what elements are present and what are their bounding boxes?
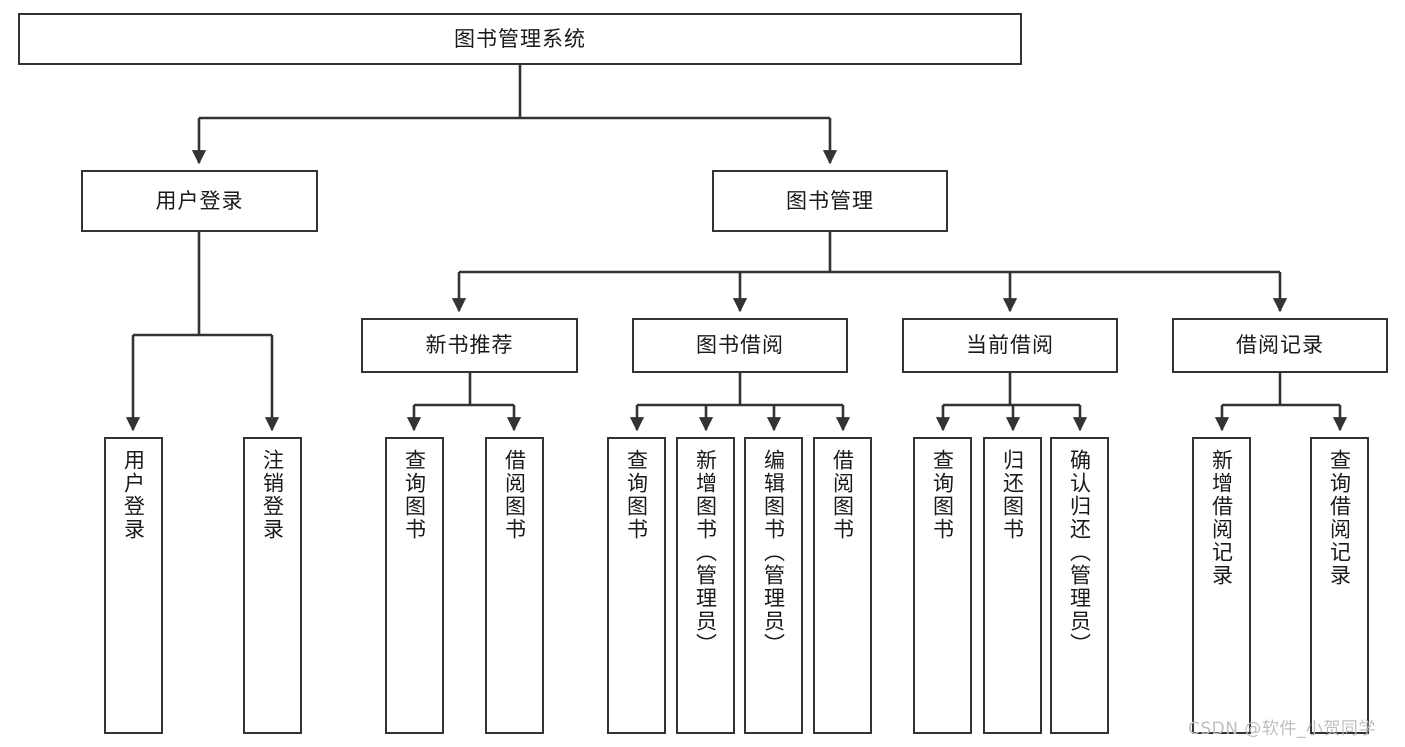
node-root-label: 图书管理系统: [454, 26, 586, 51]
node-level2-0[interactable]: 用户登录: [81, 170, 318, 232]
node-leaf-5-label: 新增图书（管理员）: [693, 449, 718, 656]
node-leaf-9-label: 归还图书: [1000, 449, 1025, 541]
node-leaf-9[interactable]: 归还图书: [983, 437, 1042, 734]
node-leaf-5[interactable]: 新增图书（管理员）: [676, 437, 735, 734]
node-leaf-2-label: 查询图书: [402, 449, 427, 541]
node-level2-1[interactable]: 图书管理: [712, 170, 948, 232]
node-level3-1-label: 图书借阅: [696, 333, 784, 358]
node-leaf-12-label: 查询借阅记录: [1327, 449, 1352, 587]
node-leaf-2[interactable]: 查询图书: [385, 437, 444, 734]
node-leaf-7-label: 借阅图书: [830, 449, 855, 541]
node-leaf-3[interactable]: 借阅图书: [485, 437, 544, 734]
node-level3-1[interactable]: 图书借阅: [632, 318, 848, 373]
node-leaf-8[interactable]: 查询图书: [913, 437, 972, 734]
node-leaf-10-label: 确认归还（管理员）: [1067, 449, 1092, 656]
node-leaf-0[interactable]: 用户登录: [104, 437, 163, 734]
node-level3-0[interactable]: 新书推荐: [361, 318, 578, 373]
node-level2-0-label: 用户登录: [155, 188, 244, 213]
node-leaf-0-label: 用户登录: [121, 449, 146, 541]
watermark: CSDN @软件_小贺同学: [1188, 719, 1376, 739]
node-level2-1-label: 图书管理: [786, 188, 874, 213]
node-leaf-4[interactable]: 查询图书: [607, 437, 666, 734]
node-level3-0-label: 新书推荐: [425, 333, 514, 358]
node-leaf-6[interactable]: 编辑图书（管理员）: [744, 437, 803, 734]
node-leaf-12[interactable]: 查询借阅记录: [1310, 437, 1369, 734]
node-level3-2-label: 当前借阅: [966, 333, 1054, 358]
node-leaf-1-label: 注销登录: [260, 449, 285, 541]
node-leaf-11[interactable]: 新增借阅记录: [1192, 437, 1251, 734]
node-leaf-11-label: 新增借阅记录: [1209, 449, 1234, 587]
node-level3-3-label: 借阅记录: [1236, 333, 1324, 358]
node-level3-2[interactable]: 当前借阅: [902, 318, 1118, 373]
node-leaf-4-label: 查询图书: [624, 449, 649, 541]
node-leaf-1[interactable]: 注销登录: [243, 437, 302, 734]
node-leaf-7[interactable]: 借阅图书: [813, 437, 872, 734]
node-root[interactable]: 图书管理系统: [18, 13, 1022, 65]
node-leaf-8-label: 查询图书: [930, 449, 955, 541]
node-leaf-3-label: 借阅图书: [502, 449, 527, 541]
node-leaf-10[interactable]: 确认归还（管理员）: [1050, 437, 1109, 734]
node-level3-3[interactable]: 借阅记录: [1172, 318, 1388, 373]
node-leaf-6-label: 编辑图书（管理员）: [761, 449, 786, 656]
